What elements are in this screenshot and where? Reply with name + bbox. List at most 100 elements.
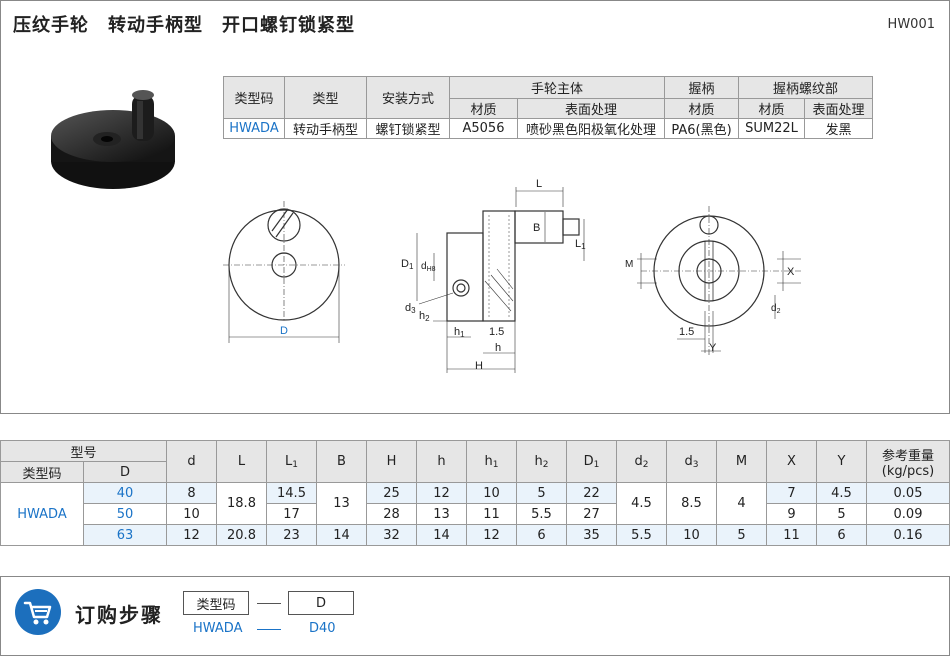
dim-Y-label: Y	[709, 342, 717, 354]
product-panel: 压纹手轮 转动手柄型 开口螺钉锁紧型 HW001 类型码 类型 安装方式 手轮主…	[0, 0, 950, 414]
order-box-D: D	[288, 591, 354, 615]
dim-h-label: h	[495, 342, 501, 354]
cell: 11	[766, 524, 817, 546]
dim-h-d: d	[166, 440, 217, 483]
order-title: 订购步骤	[75, 603, 163, 627]
cell: 12	[166, 524, 217, 546]
dim-h-D1: D1	[566, 440, 617, 483]
cell: 8.5	[666, 482, 717, 525]
cell: 10	[166, 503, 217, 525]
spec-wheel-material: A5056	[449, 118, 518, 139]
dim-B-label: B	[533, 222, 540, 234]
dim-h-X: X	[766, 440, 817, 483]
dim-d2-label: d2	[771, 303, 781, 315]
dimension-table: 型号 d L L1 B H h h1 h2 D1 d2 d3 M X Y 参考重…	[0, 440, 950, 546]
cell: 0.05	[866, 482, 950, 504]
spec-type: 转动手柄型	[284, 118, 367, 139]
dim-L1-label: L1	[575, 238, 586, 251]
cell: 4	[716, 482, 767, 525]
spec-h-type-code: 类型码	[223, 76, 285, 119]
cell: 5	[816, 503, 867, 525]
dim-h-H: H	[366, 440, 417, 483]
cell: 11	[466, 503, 517, 525]
dim-1.5a-label: 1.5	[489, 326, 504, 338]
cell: 23	[266, 524, 317, 546]
cell: 9	[766, 503, 817, 525]
technical-drawing: D L	[223, 178, 801, 373]
dim-dH8-label: dH8	[421, 261, 436, 273]
table-row: 63 12 20.8 23 14 32 14 12 6 35 5.5 10 5 …	[1, 524, 950, 546]
dim-D-63: 63	[83, 524, 167, 546]
dim-D1-label: D1	[401, 258, 414, 271]
dim-h2-label: h2	[419, 310, 430, 323]
table-row: HWADA 40 8 18.8 14.5 13 25 12 10 5 22 4.…	[0, 482, 950, 546]
front-view	[223, 201, 345, 343]
cell: 22	[566, 482, 617, 504]
dim-h-M: M	[716, 440, 767, 483]
dim-h-weight: 参考重量(kg/pcs)	[866, 440, 950, 483]
table-row: 50 10 17 28 13 11 5.5 27 9 5 0.09	[1, 503, 950, 525]
dim-D-50: 50	[83, 503, 167, 525]
cell: 4.5	[816, 482, 867, 504]
order-box-type-code: 类型码	[183, 591, 249, 615]
dim-h-h: h	[416, 440, 467, 483]
cell: 10	[666, 524, 717, 546]
spec-h-material: 材质	[449, 98, 518, 119]
rear-view	[637, 206, 801, 356]
spec-wheel-surface: 喷砂黑色阳极氧化处理	[517, 118, 665, 139]
dim-D-label: D	[280, 325, 288, 337]
cell: 14	[316, 524, 367, 546]
dim-D-40: 40	[83, 482, 167, 504]
cell: 5	[716, 524, 767, 546]
spec-table: 类型码 类型 安装方式 手轮主体 握柄 握柄螺纹部 材质 表面处理 材质 材质 …	[223, 76, 873, 139]
cell: 12	[466, 524, 517, 546]
order-value-D: D40	[309, 621, 336, 636]
spec-h-surface: 表面处理	[804, 98, 873, 119]
dim-h-d3: d3	[666, 440, 717, 483]
dim-d3-label: d3	[405, 302, 416, 315]
dim-X-label: X	[787, 266, 795, 278]
cell: 25	[366, 482, 417, 504]
dim-1.5b-label: 1.5	[679, 326, 694, 338]
cell: 13	[316, 482, 367, 525]
spec-thread-material: SUM22L	[738, 118, 805, 139]
dim-h-type-code: 类型码	[0, 461, 84, 483]
cell: 35	[566, 524, 617, 546]
cell: 20.8	[216, 524, 267, 546]
dim-type-code: HWADA	[0, 482, 84, 546]
cell: 0.09	[866, 503, 950, 525]
cell: 10	[466, 482, 517, 504]
cell: 5	[516, 482, 567, 504]
product-code: HW001	[887, 17, 935, 32]
spec-type-code: HWADA	[223, 118, 285, 139]
dim-h-Y: Y	[816, 440, 867, 483]
spec-h-wheel: 手轮主体	[449, 76, 665, 99]
dim-h-d2: d2	[616, 440, 667, 483]
cell: 14	[416, 524, 467, 546]
cell: 28	[366, 503, 417, 525]
dim-M-label: M	[625, 259, 633, 270]
dim-L-label: L	[536, 178, 542, 190]
order-value-connector	[257, 629, 281, 630]
dim-h-B: B	[316, 440, 367, 483]
side-view	[416, 187, 585, 373]
cell: 18.8	[216, 482, 267, 525]
dim-h1-label: h1	[454, 326, 465, 339]
spec-h-surface: 表面处理	[517, 98, 665, 119]
cell: 17	[266, 503, 317, 525]
shopping-cart-icon	[15, 589, 61, 635]
cell: 27	[566, 503, 617, 525]
cell: 14.5	[266, 482, 317, 504]
dim-h-L1: L1	[266, 440, 317, 483]
dim-h-h1: h1	[466, 440, 517, 483]
spec-h-grip: 握柄	[664, 76, 739, 99]
dim-h-L: L	[216, 440, 267, 483]
order-connector	[257, 603, 281, 604]
cell: 8	[166, 482, 217, 504]
spec-install: 螺钉锁紧型	[366, 118, 450, 139]
spec-h-install: 安装方式	[366, 76, 450, 119]
cell: 6	[516, 524, 567, 546]
dim-h-model: 型号	[0, 440, 167, 462]
dim-H-label: H	[475, 360, 483, 372]
cell: 0.16	[866, 524, 950, 546]
